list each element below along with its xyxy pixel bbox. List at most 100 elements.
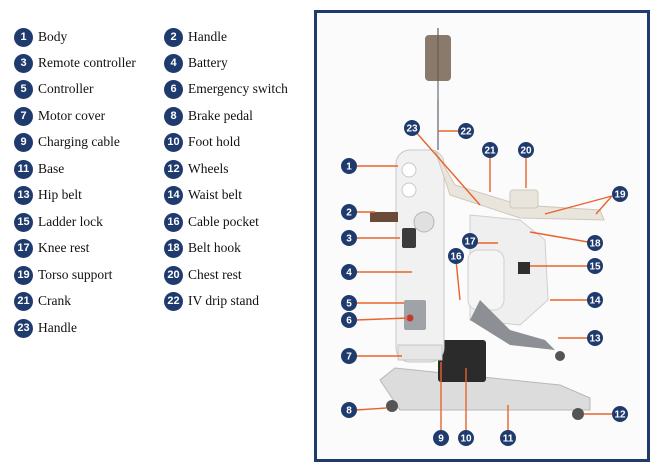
body-hole — [401, 182, 417, 198]
legend-label: Torso support — [38, 267, 113, 282]
pointer-lines — [355, 130, 613, 430]
callout-num: 14 — [589, 296, 601, 307]
pointer-line — [544, 195, 613, 215]
callout-num: 20 — [520, 146, 532, 157]
motor-cover-shape — [397, 344, 443, 361]
legend-item-controller: 5 Controller — [14, 79, 94, 99]
legend-label: Motor cover — [38, 108, 106, 123]
number-badge: 1 — [14, 27, 33, 47]
chest-rest-shape — [509, 189, 539, 209]
knee-rest-shape — [467, 249, 505, 311]
callout-15: 15 — [587, 258, 603, 274]
number-badge: 7 — [14, 106, 33, 126]
callout-num: 21 — [484, 146, 496, 157]
number-badge: 11 — [14, 159, 33, 179]
number-badge: 21 — [14, 291, 33, 311]
wheel — [555, 351, 565, 361]
legend-label: Emergency switch — [188, 81, 288, 96]
number-badge: 18 — [164, 238, 183, 258]
number-badge: 5 — [14, 79, 33, 99]
crank-hub — [413, 211, 435, 233]
number-badge: 14 — [164, 185, 183, 205]
callout-num: 23 — [406, 124, 418, 135]
device-illustration: 1 2 3 4 5 6 7 8 9 10 11 12 13 14 15 16 1… — [341, 28, 628, 446]
callout-6: 6 — [341, 312, 357, 328]
callout-num: 13 — [589, 334, 601, 345]
callout-18: 18 — [587, 235, 603, 251]
foot-hold-shape — [438, 340, 486, 382]
legend-label: Belt hook — [188, 240, 241, 255]
device-photo: 1 2 3 4 5 6 7 8 9 10 11 12 13 14 15 16 1… — [314, 10, 650, 462]
callout-num: 3 — [346, 234, 352, 245]
body-column — [395, 149, 445, 363]
callout-num: 12 — [614, 410, 626, 421]
legend-item-belt-hook: 18 Belt hook — [164, 238, 241, 258]
legend-label: Waist belt — [188, 187, 243, 202]
callout-9: 9 — [433, 430, 449, 446]
number-badge: 19 — [14, 265, 33, 285]
legend-label: Knee rest — [38, 240, 90, 255]
base-frame — [379, 367, 591, 411]
number-badge: 6 — [164, 79, 183, 99]
legend-item-handle-23: 23 Handle — [14, 318, 77, 338]
legend-item-knee-rest: 17 Knee rest — [14, 238, 89, 258]
number-badge: 23 — [14, 318, 33, 338]
body-hole — [401, 162, 417, 178]
controller-shape — [404, 300, 426, 330]
callout-2: 2 — [341, 204, 357, 220]
callout-19: 19 — [612, 186, 628, 202]
legend-item-foot-hold: 10 Foot hold — [164, 132, 240, 152]
callout-21: 21 — [482, 142, 498, 158]
callout-num: 1 — [346, 162, 352, 173]
callout-1: 1 — [341, 158, 357, 174]
callout-22: 22 — [458, 123, 474, 139]
legend-item-battery: 4 Battery — [164, 53, 228, 73]
callout-num: 2 — [346, 208, 352, 219]
pointer-line — [455, 259, 461, 301]
legend-label: Hip belt — [38, 187, 82, 202]
ladder-lock-shape — [518, 262, 530, 274]
legend-label: Ladder lock — [38, 214, 103, 229]
callout-num: 9 — [438, 434, 444, 445]
callout-3: 3 — [341, 230, 357, 246]
callout-num: 15 — [589, 262, 601, 273]
legend-item-emergency-switch: 6 Emergency switch — [164, 79, 288, 99]
legend-label: Foot hold — [188, 134, 241, 149]
legend-label: Wheels — [188, 161, 229, 176]
legend-item-crank: 21 Crank — [14, 291, 71, 311]
wheel — [572, 408, 584, 420]
number-badge: 22 — [164, 291, 183, 311]
legend-label: Crank — [38, 293, 71, 308]
legend-item-motor-cover: 7 Motor cover — [14, 106, 105, 126]
callout-num: 16 — [450, 252, 462, 263]
callout-8: 8 — [341, 402, 357, 418]
legend-label: IV drip stand — [188, 293, 259, 308]
callout-23: 23 — [404, 120, 420, 136]
callout-num: 8 — [346, 406, 352, 417]
legend-label: Controller — [38, 81, 94, 96]
legend-label: Brake pedal — [188, 108, 253, 123]
callout-num: 6 — [346, 316, 352, 327]
legend-item-torso-support: 19 Torso support — [14, 265, 112, 285]
legend-label: Body — [38, 29, 68, 44]
callout-17: 17 — [462, 233, 478, 249]
legend-label: Battery — [188, 55, 228, 70]
legend-label: Handle — [38, 320, 77, 335]
legend-label: Remote controller — [38, 55, 136, 70]
number-badge: 4 — [164, 53, 183, 73]
number-badge: 2 — [164, 27, 183, 47]
number-badge: 17 — [14, 238, 33, 258]
pointer-line — [529, 231, 589, 243]
number-badge: 15 — [14, 212, 33, 232]
iv-bag — [425, 35, 451, 81]
number-badge: 10 — [164, 132, 183, 152]
wheel — [386, 400, 398, 412]
legend-label: Charging cable — [38, 134, 120, 149]
